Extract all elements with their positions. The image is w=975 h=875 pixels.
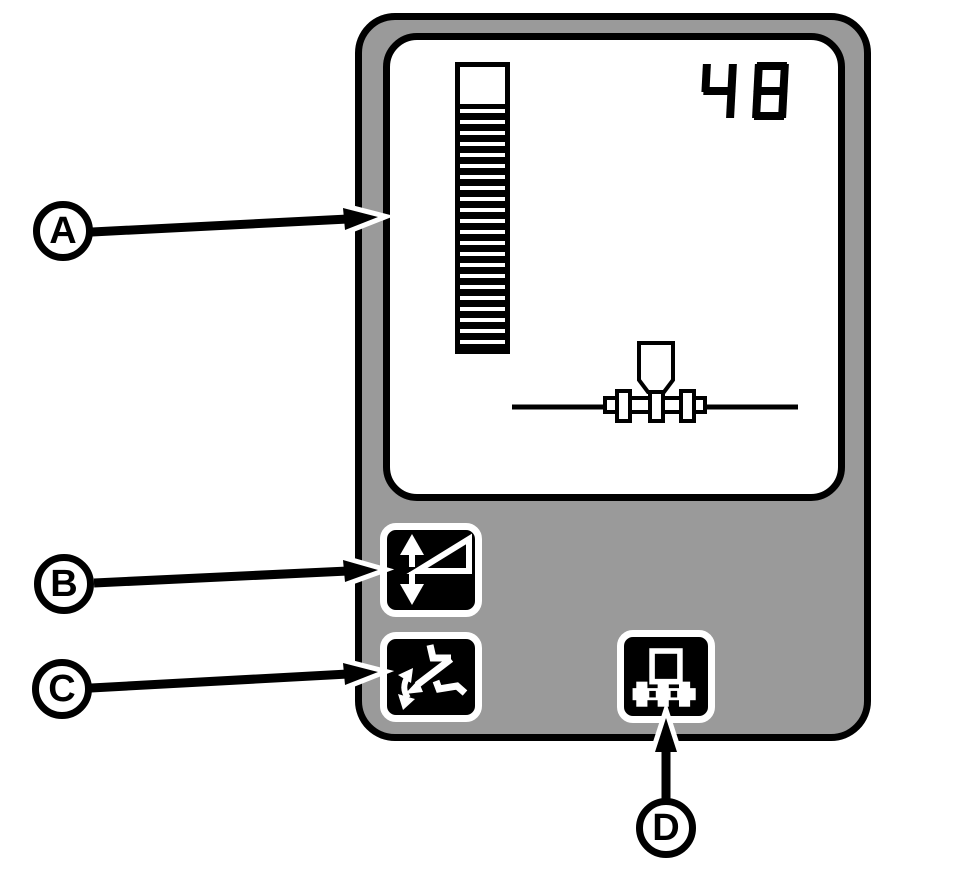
bar-gauge-filled-segments: [460, 109, 505, 349]
height-adjustment-button[interactable]: [380, 523, 482, 617]
monitor-console-panel: [355, 13, 871, 741]
callout-arrow-c: [90, 656, 395, 698]
callout-label-c: C: [32, 659, 92, 719]
height-adjustment-icon: [400, 533, 472, 605]
display-value: [695, 60, 809, 127]
lowering-rate-button[interactable]: [380, 632, 482, 722]
row-unit-toolbar-icon: [632, 647, 696, 707]
row-unit-on-toolbar-icon: [512, 341, 798, 423]
callout-letter: C: [48, 667, 76, 710]
bar-gauge-empty-segment: [460, 67, 505, 110]
lcd-display: [383, 33, 845, 501]
bar-gauge: [455, 62, 510, 354]
callout-letter: A: [49, 209, 77, 252]
row-unit-button[interactable]: [617, 630, 715, 723]
callout-arrow-b: [93, 553, 395, 593]
callout-letter: D: [652, 806, 680, 849]
callout-label-b: B: [34, 554, 94, 614]
callout-arrow-a: [91, 201, 395, 242]
callout-label-a: A: [33, 201, 93, 261]
callout-label-d: D: [636, 798, 696, 858]
lowering-rate-icon: [398, 644, 468, 710]
callout-letter: B: [50, 562, 78, 605]
